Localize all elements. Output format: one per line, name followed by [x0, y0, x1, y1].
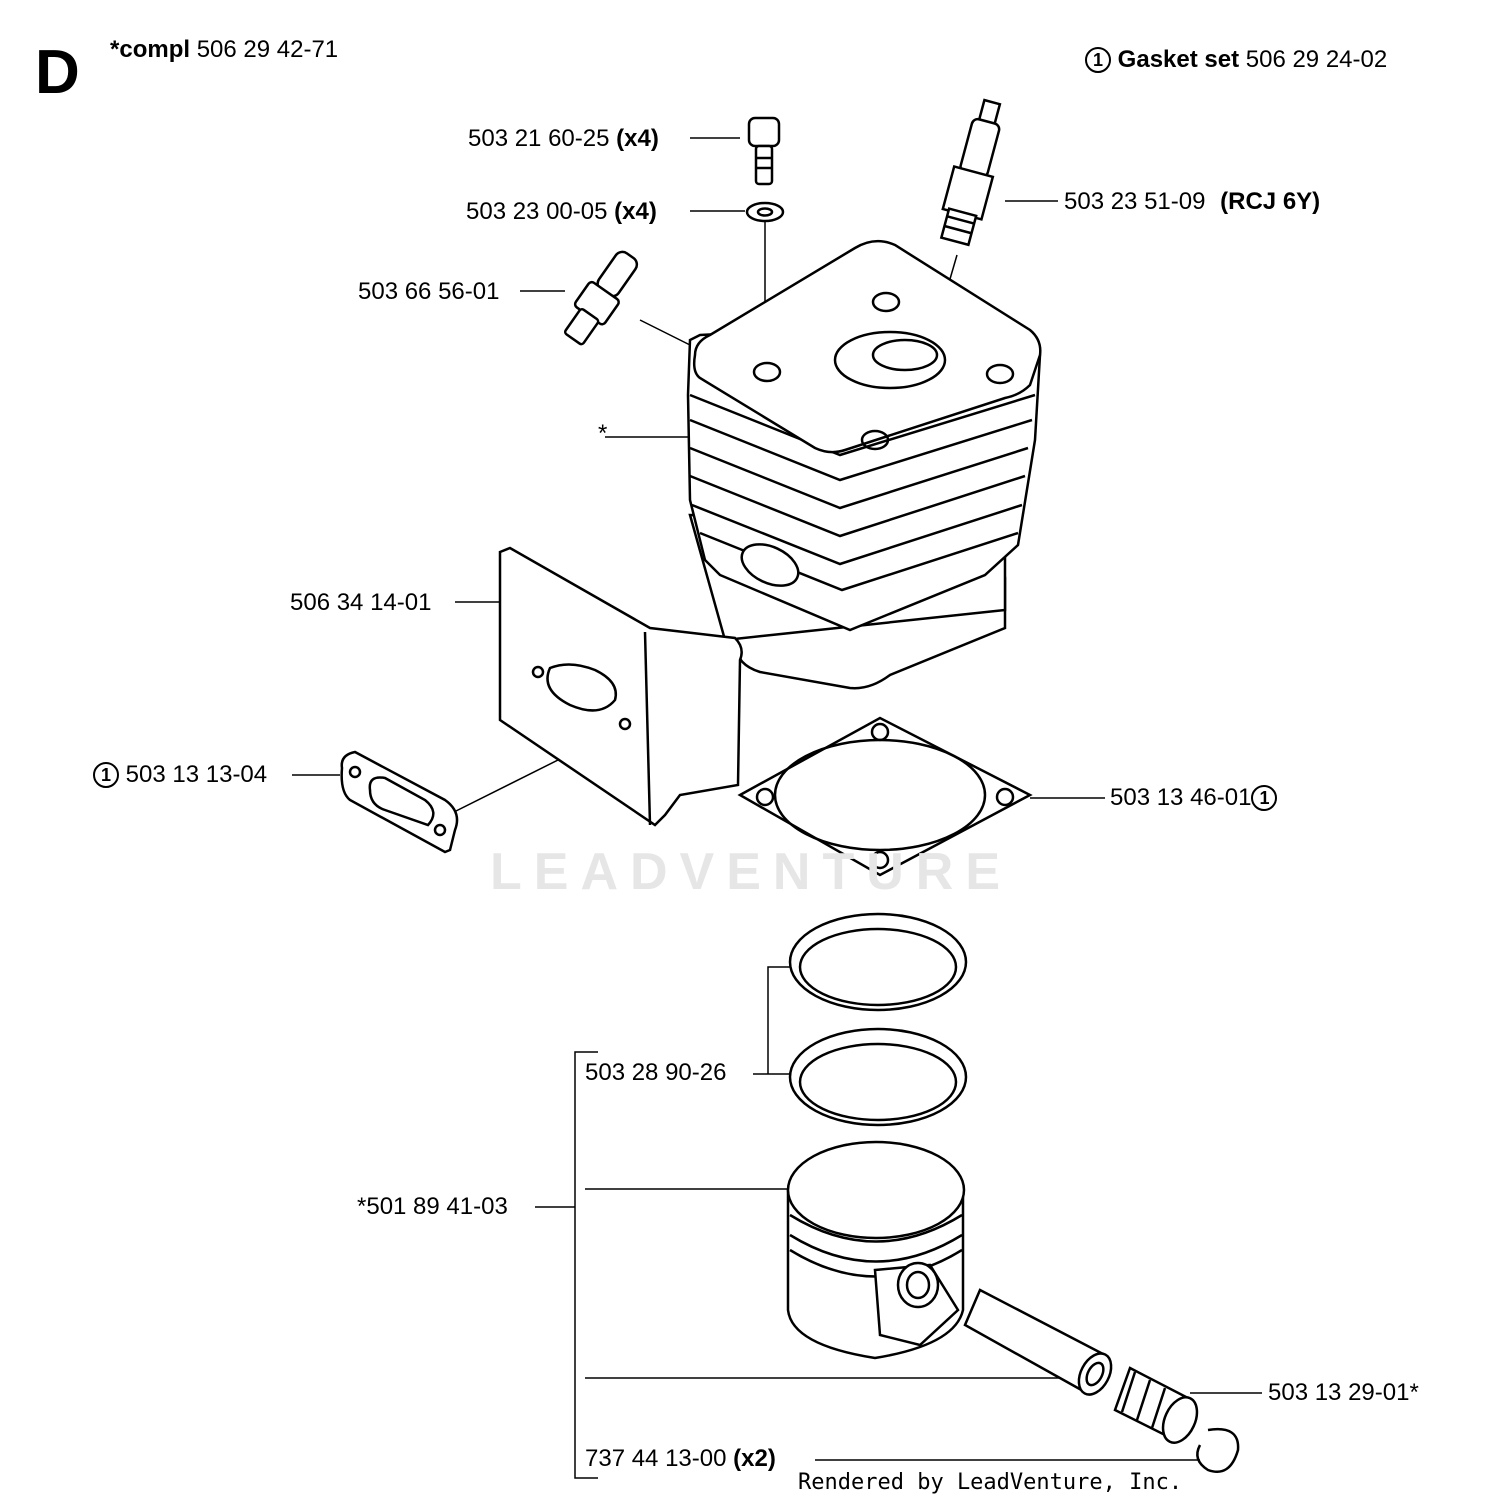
callout-screw[interactable]: 503 21 60-25 (x4) — [468, 125, 659, 153]
part-number: 503 13 13-04 — [125, 761, 268, 788]
part-number: * — [598, 420, 608, 447]
cylinder-illustration — [686, 239, 1042, 690]
footer-credit: Rendered by LeadVenture, Inc. — [798, 1470, 1183, 1495]
part-number: 503 66 56-01 — [358, 278, 500, 305]
intake-gasket-illustration — [340, 750, 459, 854]
callout-piston-rings[interactable]: 503 28 90-26 — [585, 1059, 726, 1087]
callout-washer[interactable]: 503 23 00-05 (x4) — [466, 198, 657, 226]
callout-spark-plug[interactable]: 503 23 51-09 (RCJ 6Y) — [1064, 188, 1320, 216]
gasket-marker: 1 — [1085, 47, 1111, 73]
callout-piston-assembly[interactable]: *501 89 41-03 — [357, 1193, 508, 1221]
valve-illustration — [563, 250, 639, 346]
compl-label: *compl 506 29 42-71 — [110, 36, 338, 64]
part-number: *501 89 41-03 — [357, 1193, 508, 1220]
spark-plug-illustration — [939, 98, 1002, 247]
part-number: 506 34 14-01 — [290, 589, 432, 616]
callout-intake-gasket[interactable]: 1 503 13 13-04 — [93, 761, 267, 789]
part-number: 737 44 13-00 — [585, 1445, 727, 1472]
cylinder-gasket-illustration — [737, 716, 1033, 877]
part-number: 503 13 29-01* — [1268, 1379, 1419, 1406]
part-qty: (RCJ 6Y) — [1220, 188, 1321, 215]
part-number: 503 28 90-26 — [585, 1059, 727, 1086]
part-number: 503 23 51-09 — [1064, 188, 1206, 215]
watermark: LEADVENTURE — [490, 843, 1013, 901]
callout-valve[interactable]: 503 66 56-01 — [358, 278, 499, 306]
part-number: 503 23 00-05 — [466, 198, 608, 225]
part-qty: (x4) — [616, 125, 659, 152]
circlip-illustration — [1196, 1427, 1240, 1473]
gasket-set-marker: 1 — [1251, 785, 1278, 811]
gasket-set-label: 1 Gasket set 506 29 24-02 — [1085, 46, 1387, 74]
washer-illustration — [745, 201, 785, 223]
callout-heat-shield[interactable]: 506 34 14-01 — [290, 589, 431, 617]
part-number: 503 13 46-01 — [1110, 784, 1252, 811]
callout-cylinder[interactable]: * — [598, 420, 607, 448]
compl-number: 506 29 42-71 — [196, 36, 339, 63]
piston-illustration — [786, 1140, 966, 1360]
gasket-set-marker: 1 — [93, 762, 119, 788]
compl-title: *compl — [110, 36, 191, 63]
screw-illustration — [747, 116, 781, 186]
part-qty: (x4) — [614, 198, 657, 225]
callout-circlip[interactable]: 737 44 13-00 (x2) — [585, 1445, 776, 1473]
gasket-title: Gasket set — [1117, 46, 1240, 73]
part-number: 503 21 60-25 — [468, 125, 610, 152]
gasket-number: 506 29 24-02 — [1245, 46, 1388, 73]
section-letter: D — [35, 38, 80, 107]
piston-rings-illustration — [788, 912, 968, 1127]
piston-pin-illustration — [963, 1288, 1113, 1396]
part-qty: (x2) — [733, 1445, 776, 1472]
needle-bearing-illustration — [1113, 1366, 1199, 1444]
callout-needle-bearing[interactable]: 503 13 29-01* — [1268, 1379, 1419, 1407]
heat-shield-illustration — [498, 546, 743, 827]
